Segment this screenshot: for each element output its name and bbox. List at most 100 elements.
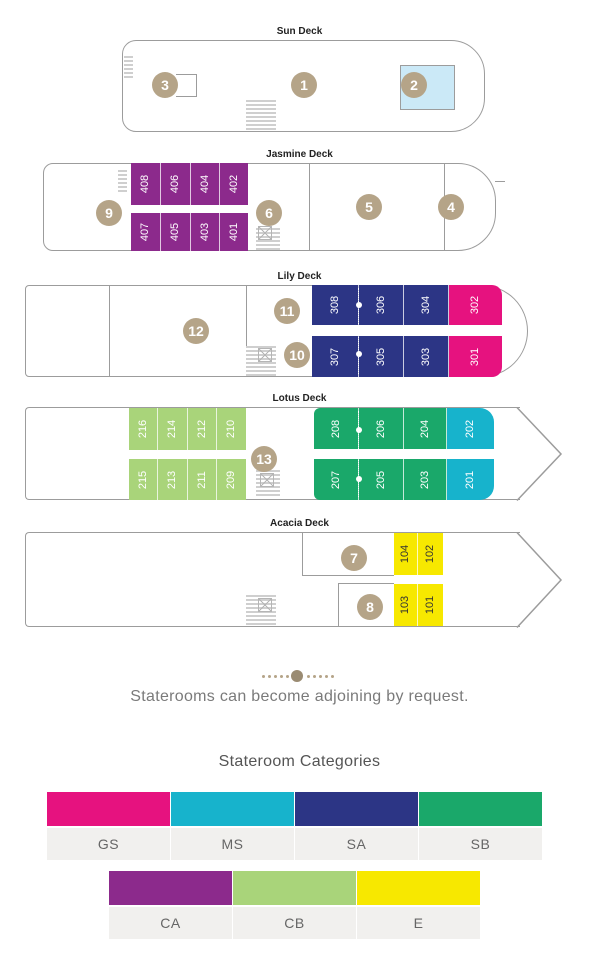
acacia-deck-bow xyxy=(516,531,563,629)
marker-11: 11 xyxy=(274,298,300,324)
pagination-dot[interactable] xyxy=(319,675,322,678)
acacia-room-outline xyxy=(302,532,303,575)
stairs-icon xyxy=(246,100,276,130)
legend-label-ca: CA xyxy=(109,907,232,939)
adjoining-door-dot xyxy=(356,476,362,482)
adjoining-door-dot xyxy=(356,302,362,308)
lily-deck-divider xyxy=(109,285,110,377)
jasmine-bow-rail xyxy=(495,181,505,182)
cabin-405[interactable]: 405 xyxy=(161,213,191,251)
cabin-202[interactable]: 202 xyxy=(447,408,494,449)
jasmine-deck-divider xyxy=(309,163,310,251)
sun-deck-title: Sun Deck xyxy=(276,26,323,37)
marker-3: 3 xyxy=(152,72,178,98)
legend-label-e: E xyxy=(357,907,480,939)
acacia-room-outline xyxy=(338,583,339,627)
adjoining-door-dot xyxy=(356,351,362,357)
cabin-103[interactable]: 103 xyxy=(394,584,418,626)
marker-2: 2 xyxy=(401,72,427,98)
cabin-408[interactable]: 408 xyxy=(131,163,161,205)
cabin-104[interactable]: 104 xyxy=(394,533,418,575)
legend-swatch-gs xyxy=(47,792,170,826)
marker-10: 10 xyxy=(284,342,310,368)
cabin-303[interactable]: 303 xyxy=(404,336,449,377)
cabin-212[interactable]: 212 xyxy=(188,408,217,450)
cabin-302[interactable]: 302 xyxy=(449,285,502,325)
acacia-room-outline xyxy=(302,575,394,576)
adjoining-door-indicator xyxy=(358,288,359,374)
cabin-304[interactable]: 304 xyxy=(404,285,449,325)
cabin-213[interactable]: 213 xyxy=(158,459,188,500)
legend-swatch-ms xyxy=(171,792,294,826)
cabin-305[interactable]: 305 xyxy=(359,336,404,377)
acacia-deck-title: Acacia Deck xyxy=(270,518,329,529)
legend-swatch-ca xyxy=(109,871,232,905)
legend-label-gs: GS xyxy=(47,828,170,860)
cabin-401[interactable]: 401 xyxy=(220,213,248,251)
cabin-407[interactable]: 407 xyxy=(131,213,161,251)
pagination-dot[interactable] xyxy=(331,675,334,678)
cabin-308[interactable]: 308 xyxy=(312,285,359,325)
pagination-dot[interactable] xyxy=(307,675,310,678)
cabin-404[interactable]: 404 xyxy=(191,163,220,205)
pagination-dot-active[interactable] xyxy=(291,670,303,682)
cabin-207[interactable]: 207 xyxy=(314,459,359,500)
adjoining-door-dot xyxy=(356,427,362,433)
legend-swatch-sb xyxy=(419,792,542,826)
cabin-102[interactable]: 102 xyxy=(418,533,443,575)
elevator-icon xyxy=(258,348,272,362)
pagination-dot[interactable] xyxy=(286,675,289,678)
cabin-205[interactable]: 205 xyxy=(359,459,404,500)
cabin-206[interactable]: 206 xyxy=(359,408,404,449)
marker-1: 1 xyxy=(291,72,317,98)
pagination-dot[interactable] xyxy=(262,675,265,678)
pagination-dot[interactable] xyxy=(280,675,283,678)
sun-deck-hot-tub-outline xyxy=(176,74,196,75)
cabin-210[interactable]: 210 xyxy=(217,408,246,450)
cabin-101[interactable]: 101 xyxy=(418,584,443,626)
marker-5: 5 xyxy=(356,194,382,220)
marker-12: 12 xyxy=(183,318,209,344)
marker-8: 8 xyxy=(357,594,383,620)
legend-swatch-sa xyxy=(295,792,418,826)
cabin-209[interactable]: 209 xyxy=(217,459,246,500)
legend-label-sa: SA xyxy=(295,828,418,860)
legend-label-ms: MS xyxy=(171,828,294,860)
pagination-dot[interactable] xyxy=(325,675,328,678)
lotus-deck-bow xyxy=(516,406,563,502)
stairs-icon xyxy=(124,56,133,80)
lotus-deck-title: Lotus Deck xyxy=(272,393,327,404)
cabin-406[interactable]: 406 xyxy=(161,163,191,205)
cabin-403[interactable]: 403 xyxy=(191,213,220,251)
legend-label-cb: CB xyxy=(233,907,356,939)
elevator-icon xyxy=(258,598,272,612)
elevator-icon xyxy=(258,226,272,240)
marker-6: 6 xyxy=(256,200,282,226)
cabin-306[interactable]: 306 xyxy=(359,285,404,325)
cabin-301[interactable]: 301 xyxy=(449,336,502,377)
cabin-215[interactable]: 215 xyxy=(129,459,158,500)
adjoining-note: Staterooms can become adjoining by reque… xyxy=(130,688,469,705)
cabin-402[interactable]: 402 xyxy=(220,163,248,205)
lily-deck-title: Lily Deck xyxy=(277,271,322,282)
cabin-208[interactable]: 208 xyxy=(314,408,359,449)
legend-swatch-e xyxy=(357,871,480,905)
acacia-room-outline xyxy=(338,583,394,584)
pagination-dot[interactable] xyxy=(268,675,271,678)
cabin-211[interactable]: 211 xyxy=(188,459,217,500)
pagination-dot[interactable] xyxy=(313,675,316,678)
legend-title: Stateroom Categories xyxy=(218,753,381,770)
cabin-204[interactable]: 204 xyxy=(404,408,447,449)
cabin-216[interactable]: 216 xyxy=(129,408,158,450)
sun-deck-hot-tub-outline xyxy=(196,74,197,97)
cabin-203[interactable]: 203 xyxy=(404,459,447,500)
marker-7: 7 xyxy=(341,545,367,571)
marker-4: 4 xyxy=(438,194,464,220)
cabin-307[interactable]: 307 xyxy=(312,336,359,377)
cabin-214[interactable]: 214 xyxy=(158,408,188,450)
marker-13: 13 xyxy=(251,446,277,472)
cabin-201[interactable]: 201 xyxy=(447,459,494,500)
adjoining-door-indicator xyxy=(358,411,359,497)
pagination-dot[interactable] xyxy=(274,675,277,678)
jasmine-deck-title: Jasmine Deck xyxy=(266,149,333,160)
